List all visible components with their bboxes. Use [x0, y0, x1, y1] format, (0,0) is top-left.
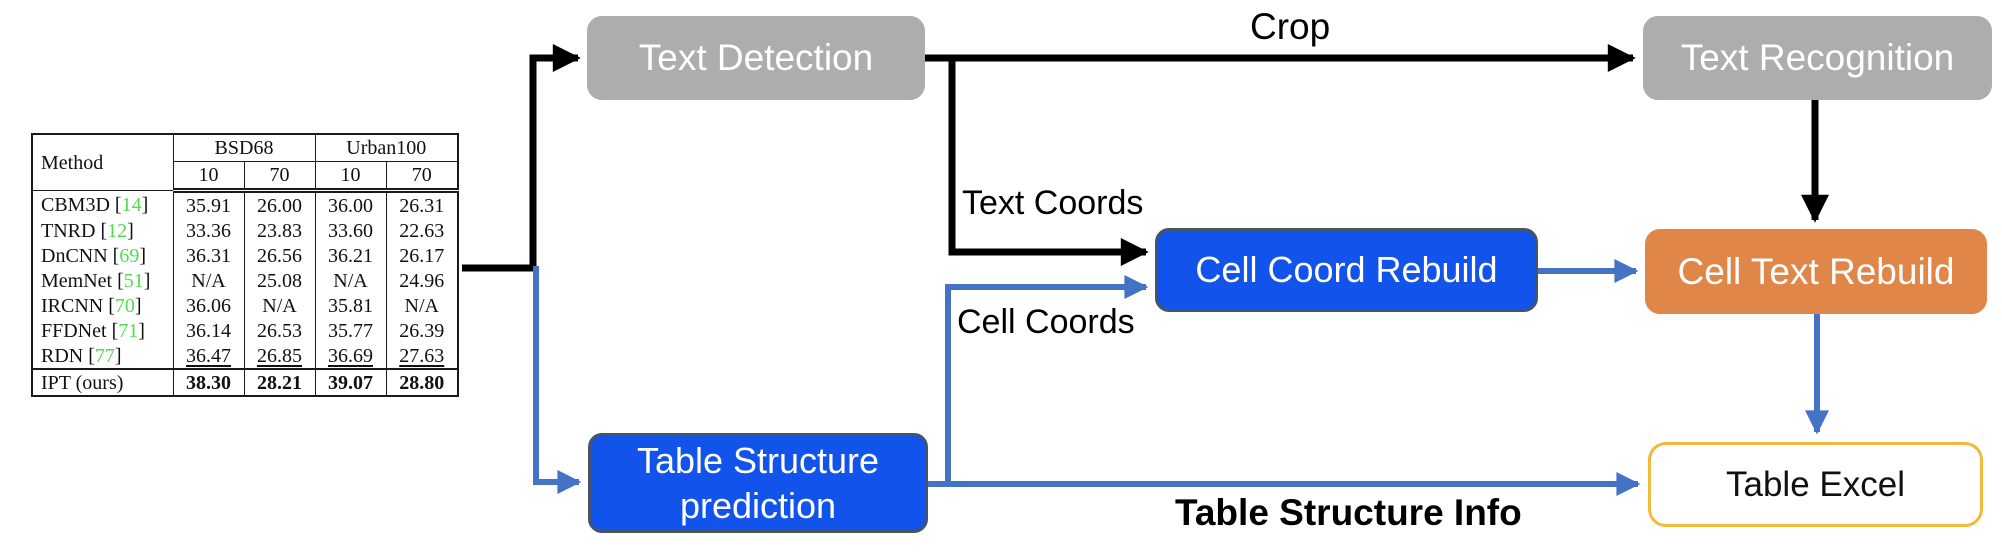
text-detection-node: Text Detection: [587, 16, 925, 100]
value-cell: 38.30: [172, 368, 245, 396]
value-cell: 36.69: [314, 343, 387, 369]
table-subheader-row: 10 70 10 70: [32, 161, 459, 193]
crop-edge-label: Crop: [1250, 6, 1331, 47]
method-cell: IRCNN [70]: [31, 293, 174, 318]
subheader-cell: 10: [314, 161, 387, 193]
input-table-image: Method BSD68 Urban100 10 70 10 70 CBM3D …: [31, 133, 460, 397]
table-excel-node: Table Excel: [1648, 442, 1983, 527]
table-header-row: Method BSD68 Urban100: [31, 134, 459, 191]
header-bsd68: BSD68: [172, 134, 316, 162]
cell-text-rebuild-node: Cell Text Rebuild: [1645, 229, 1987, 314]
value-cell: 39.07: [314, 368, 387, 396]
citation-number: 70: [114, 294, 135, 317]
cell-coord-rebuild-node: Cell Coord Rebuild: [1155, 228, 1538, 312]
edge-input-to-text-detection: [462, 44, 581, 272]
cell-coords-edge-label: Cell Coords: [957, 303, 1135, 341]
citation-number: 14: [121, 193, 142, 216]
table-structure-info-edge-label: Table Structure Info: [1175, 492, 1522, 533]
method-cell: MemNet [51]: [31, 268, 174, 293]
value-cell: 33.36: [172, 218, 245, 243]
value-cell: 26.39: [385, 318, 459, 343]
table-structure-prediction-node: Table Structure prediction: [588, 433, 928, 533]
subheader-cell: 70: [243, 161, 316, 193]
citation-number: 71: [118, 319, 139, 342]
value-cell: 36.00: [314, 190, 387, 218]
method-cell: IPT (ours): [31, 368, 174, 396]
subheader-cell: 70: [385, 161, 459, 193]
method-cell: TNRD [12]: [31, 218, 174, 243]
header-method: Method: [31, 134, 174, 191]
value-cell: 36.14: [172, 318, 245, 343]
value-cell: 33.60: [314, 218, 387, 243]
value-cell: N/A: [243, 293, 316, 318]
value-cell: 26.17: [385, 243, 459, 268]
value-cell: 36.31: [172, 243, 245, 268]
value-cell: 35.91: [172, 190, 245, 218]
header-urban100: Urban100: [314, 134, 459, 162]
method-cell: CBM3D [14]: [31, 190, 174, 218]
value-cell: 26.00: [243, 190, 316, 218]
citation-number: 51: [123, 269, 144, 292]
value-cell: 26.85: [243, 343, 316, 369]
text-recognition-node: Text Recognition: [1643, 16, 1992, 100]
value-cell: 22.63: [385, 218, 459, 243]
citation-number: 12: [107, 219, 128, 242]
citation-number: 77: [94, 344, 115, 367]
edge-input-to-structure: [533, 266, 582, 494]
text-coords-edge-label: Text Coords: [962, 184, 1144, 222]
value-cell: 28.80: [385, 368, 459, 396]
value-cell: 27.63: [385, 343, 459, 369]
value-cell: 36.06: [172, 293, 245, 318]
value-cell: 25.08: [243, 268, 316, 293]
results-table: Method BSD68 Urban100 10 70 10 70 CBM3D …: [31, 133, 460, 397]
method-cell: DnCNN [69]: [31, 243, 174, 268]
citation-number: 69: [119, 244, 140, 267]
value-cell: N/A: [314, 268, 387, 293]
subheader-cell: 10: [172, 161, 245, 193]
value-cell: N/A: [385, 293, 459, 318]
value-cell: N/A: [172, 268, 245, 293]
value-cell: 28.21: [243, 368, 316, 396]
value-cell: 36.21: [314, 243, 387, 268]
method-cell: FFDNet [71]: [31, 318, 174, 343]
value-cell: 24.96: [385, 268, 459, 293]
value-cell: 36.47: [172, 343, 245, 369]
value-cell: 35.81: [314, 293, 387, 318]
value-cell: 26.31: [385, 190, 459, 218]
value-cell: 23.83: [243, 218, 316, 243]
value-cell: 26.53: [243, 318, 316, 343]
method-cell: RDN [77]: [31, 343, 174, 369]
value-cell: 26.56: [243, 243, 316, 268]
value-cell: 35.77: [314, 318, 387, 343]
